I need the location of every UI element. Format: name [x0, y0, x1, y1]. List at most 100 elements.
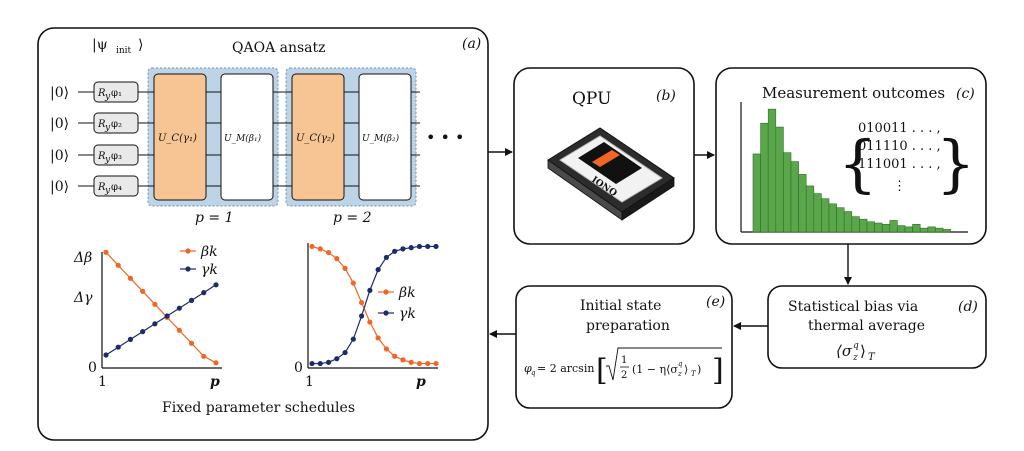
chart1-legend-gamma: γk — [201, 262, 218, 278]
svg-text:= 2 arcsin: = 2 arcsin — [537, 362, 594, 375]
chart1-legend-beta-marker — [185, 248, 191, 254]
chart1-xtick-p: p — [210, 374, 220, 390]
chart1-line-gamma — [105, 284, 217, 356]
ket0-q3: |0⟩ — [50, 148, 69, 164]
histogram-bar-23 — [919, 227, 929, 233]
chart2-point-beta-16 — [433, 360, 439, 367]
um-gate-1: U_M(β₁) — [220, 73, 274, 201]
panel-b-title: QPU — [572, 89, 611, 109]
histogram-bar-20 — [897, 225, 906, 233]
svg-text:U_M(β₂): U_M(β₂) — [362, 133, 400, 144]
svg-text:q: q — [678, 360, 683, 368]
histogram-bar-26 — [942, 229, 951, 233]
chart1-point-gamma-4 — [140, 329, 146, 335]
histogram-bar-14 — [851, 216, 860, 233]
chart2-point-beta-11 — [392, 353, 398, 359]
panel-e-formula: φ q = 2 arcsin [ 1 2 (1 − η⟨σ z q ⟩ T ) … — [524, 347, 724, 388]
chart2-xtick-1: 1 — [305, 374, 314, 390]
svg-text:R: R — [97, 151, 106, 162]
chart2-point-gamma-1 — [309, 360, 315, 367]
panel-e-line1: Initial state — [580, 298, 661, 314]
chart2-point-beta-15 — [425, 360, 431, 367]
histogram-bar-10 — [821, 198, 830, 233]
chart2-point-beta-12 — [400, 357, 406, 363]
schedule-chart-sigmoid: 0 1 p βk γk — [294, 243, 439, 390]
schedule-chart-linear: Δβ Δγ 0 1 p βk γk — [73, 244, 222, 390]
panel-d — [767, 285, 987, 369]
histogram-bar-24 — [927, 226, 936, 233]
chart1-point-gamma-6 — [164, 313, 170, 319]
schedule-caption: Fixed parameter schedules — [162, 400, 355, 416]
chart1-point-beta-4 — [140, 288, 146, 294]
svg-text:q: q — [531, 369, 536, 377]
histogram-bar-15 — [859, 218, 868, 233]
histogram-bar-8 — [805, 185, 815, 233]
chart2-line-beta — [311, 245, 436, 365]
bitstring-brace-left: { — [838, 127, 877, 200]
histogram-bar-18 — [881, 224, 891, 233]
bitstring-brace-right: } — [936, 127, 975, 200]
chart2-point-beta-5 — [342, 265, 348, 271]
ket0-q2: |0⟩ — [50, 116, 69, 132]
panel-d-line1: Statistical bias via — [788, 299, 918, 315]
panel-c-label: (c) — [956, 86, 975, 102]
chart1-point-beta-9 — [201, 353, 207, 359]
chart2-point-gamma-14 — [416, 243, 423, 250]
chart2-point-beta-7 — [359, 299, 365, 306]
chart2-point-beta-9 — [375, 335, 381, 341]
panel-e-line2: preparation — [586, 318, 670, 334]
svg-text:1: 1 — [621, 355, 627, 366]
svg-text:φ: φ — [524, 362, 532, 375]
histogram-bar-11 — [828, 203, 837, 233]
chart2-point-gamma-5 — [342, 349, 348, 356]
svg-text:z: z — [677, 370, 682, 378]
svg-text:y: y — [104, 123, 111, 133]
svg-text:U_C(γ₂): U_C(γ₂) — [296, 133, 335, 144]
bitstring-ellipsis: ⋮ — [893, 179, 906, 194]
chart2-legend-beta-marker — [383, 289, 389, 295]
circuit-ellipsis: • • • — [426, 128, 464, 147]
chart2-point-gamma-9 — [375, 267, 381, 273]
chart2-point-beta-4 — [334, 256, 340, 262]
svg-text:z: z — [852, 353, 858, 363]
chart2-xtick-p: p — [416, 374, 426, 390]
panel-b-label: (b) — [656, 88, 676, 104]
svg-text:T: T — [868, 352, 876, 363]
svg-text:y: y — [104, 155, 111, 165]
chart2-point-gamma-16 — [433, 243, 439, 250]
chart2-point-beta-6 — [350, 280, 356, 286]
chart2-point-beta-2 — [317, 246, 323, 252]
chart2-point-gamma-7 — [359, 313, 365, 319]
chart1-point-gamma-9 — [201, 290, 207, 296]
svg-text:⟩: ⟩ — [684, 363, 688, 376]
histogram-bar-25 — [935, 227, 944, 233]
svg-text:U_C(γ₁): U_C(γ₁) — [158, 133, 197, 144]
chart2-point-gamma-8 — [367, 287, 373, 293]
svg-text:φ₃: φ₃ — [111, 151, 122, 162]
ansatz-title: QAOA ansatz — [232, 40, 326, 56]
svg-text:R: R — [97, 182, 106, 193]
svg-text:T: T — [691, 370, 697, 378]
panel-a-label: (a) — [462, 36, 481, 52]
panel-d-line2: thermal average — [808, 318, 925, 334]
svg-text:φ₄: φ₄ — [111, 182, 122, 193]
chart2-point-beta-8 — [367, 319, 373, 325]
chart1-point-gamma-10 — [213, 282, 219, 288]
chart1-point-beta-3 — [127, 275, 134, 281]
chart2-point-beta-3 — [325, 249, 332, 256]
chart1-point-beta-7 — [176, 327, 182, 333]
chart1-point-beta-5 — [152, 301, 158, 307]
qpu-chip-icon: IONQ — [547, 127, 675, 221]
chart1-point-gamma-3 — [127, 336, 134, 342]
svg-text:[: [ — [596, 353, 608, 388]
chart2-legend-gamma-marker — [383, 310, 389, 316]
bitstring-2: 011110 . . . , — [858, 139, 941, 154]
chart2-point-gamma-2 — [317, 360, 323, 367]
svg-text:(1 − η⟨σ: (1 − η⟨σ — [632, 363, 678, 376]
histogram-bar-22 — [912, 224, 921, 233]
chart2-point-beta-10 — [383, 346, 389, 352]
chart2-point-gamma-6 — [350, 336, 356, 342]
